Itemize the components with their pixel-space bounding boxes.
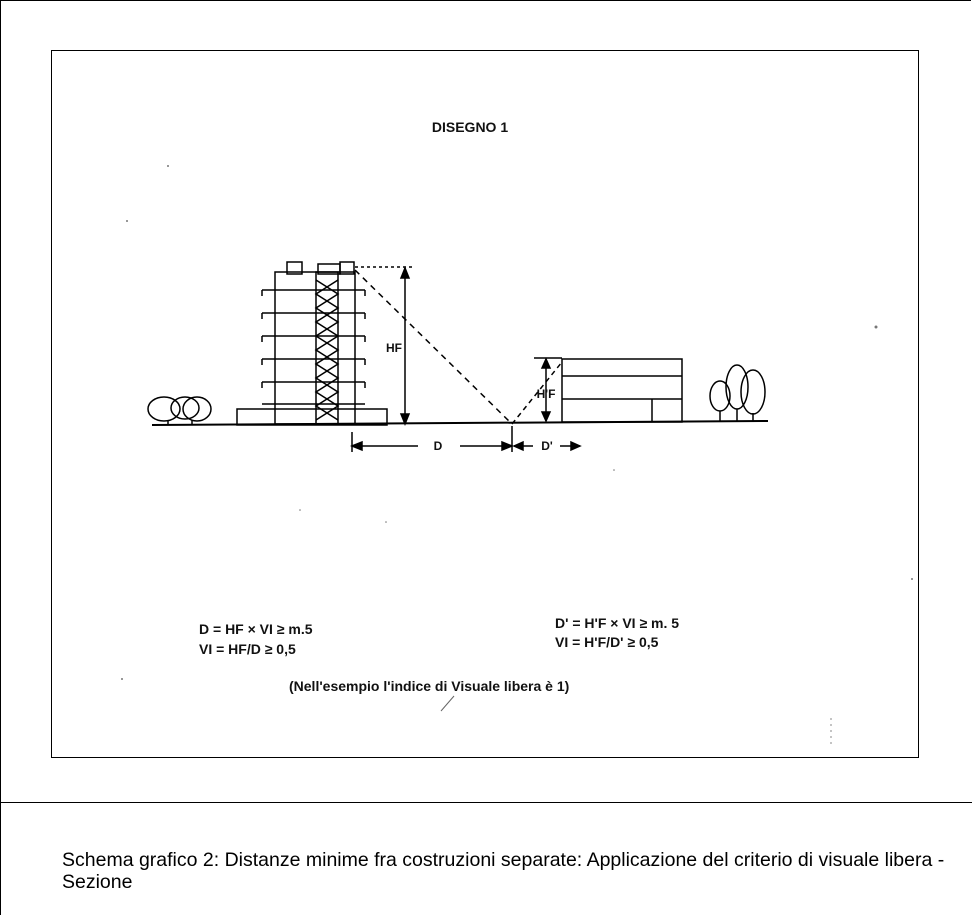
scan-specks <box>121 165 913 680</box>
figure-caption: Schema grafico 2: Distanze minime fra co… <box>62 849 945 893</box>
left-podium <box>236 408 388 426</box>
h1f-label: H'F <box>537 387 556 401</box>
h1f-dimension <box>534 357 562 423</box>
caption-divider <box>0 802 972 803</box>
example-note: (Nell'esempio l'indice di Visuale libera… <box>289 678 569 694</box>
sight-line-left <box>354 269 513 425</box>
d-label: D <box>434 439 443 453</box>
formula-right-2: VI = H'F/D' ≥ 0,5 <box>555 634 659 650</box>
scanned-drawing-frame <box>51 50 919 758</box>
scan-mark <box>440 695 455 712</box>
d1-label: D' <box>541 439 553 453</box>
tall-building <box>261 261 366 425</box>
sight-line-right <box>511 361 563 425</box>
formula-left-2: VI = HF/D ≥ 0,5 <box>199 641 296 657</box>
right-trees-icon <box>709 364 766 421</box>
drawing-title: DISEGNO 1 <box>432 119 508 135</box>
formula-left-1: D = HF × VI ≥ m.5 <box>199 621 313 637</box>
low-building <box>561 358 683 423</box>
left-trees-icon <box>147 396 212 425</box>
hf-label: HF <box>386 341 402 355</box>
hf-dimension <box>355 265 412 427</box>
d-dimension <box>349 426 515 452</box>
d1-dimension <box>512 440 582 452</box>
formula-right-1: D' = H'F × VI ≥ m. 5 <box>555 615 679 631</box>
